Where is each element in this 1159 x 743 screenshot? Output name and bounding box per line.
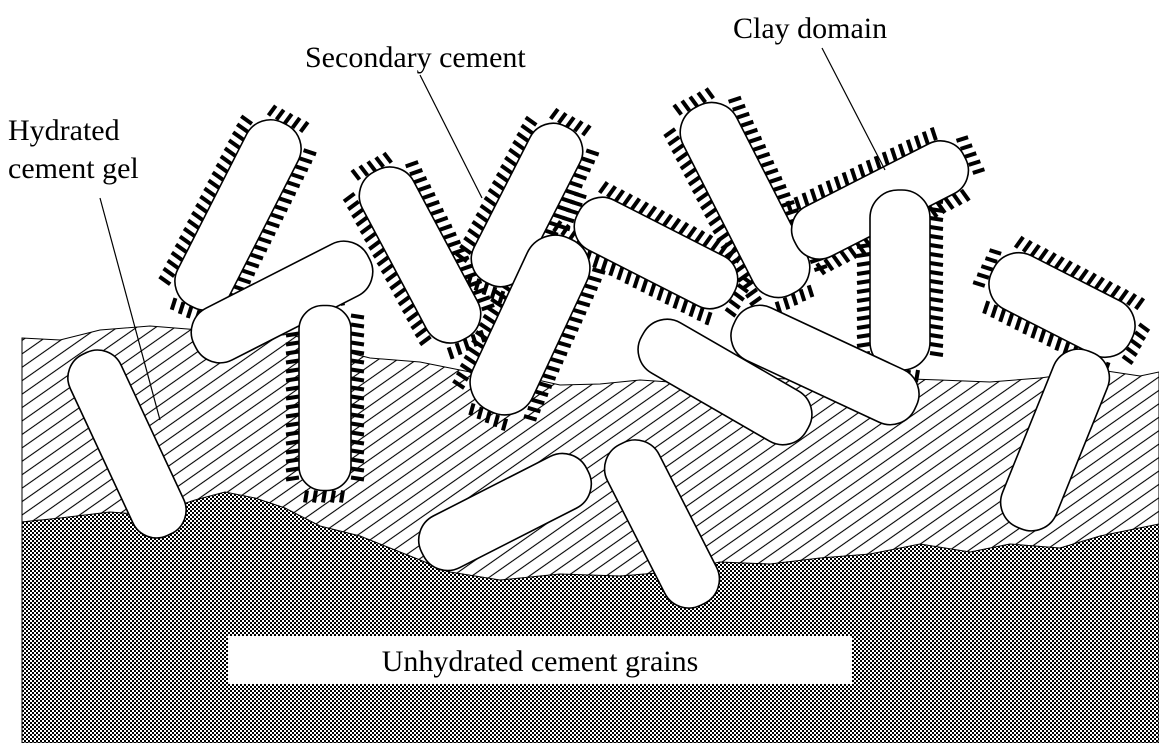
secondary-cement-label: Secondary cement: [305, 41, 526, 74]
clay-domain-label: Clay domain: [733, 12, 887, 45]
hydrated-cement-gel-label-line1: Hydrated: [8, 114, 120, 147]
hydrated-cement-gel-label-line2: cement gel: [8, 152, 139, 185]
secondary-cement-leader: [420, 75, 482, 198]
clay-particle: [299, 306, 351, 491]
unhydrated-cement-grains-label: Unhydrated cement grains: [382, 645, 699, 678]
clay-particle: [870, 190, 930, 370]
clay-domain-leader: [822, 48, 885, 170]
